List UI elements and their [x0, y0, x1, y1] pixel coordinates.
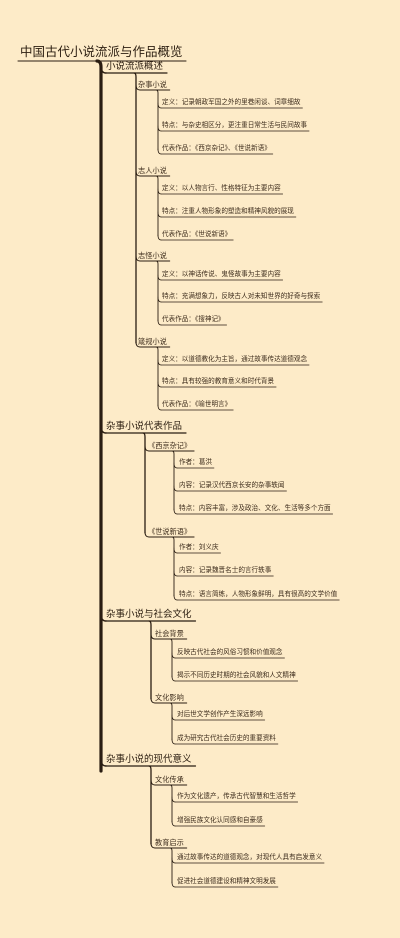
group-connector — [135, 84, 141, 91]
item-spine — [171, 536, 175, 597]
leaf-item[interactable]: 定义：以神话传说、鬼怪故事为主要内容 — [162, 270, 281, 278]
leaf-item[interactable]: 作者：刘义庆 — [179, 543, 219, 551]
group-connector — [144, 531, 150, 538]
item-spine — [155, 346, 159, 407]
item-spine — [169, 784, 173, 823]
item-spine — [169, 847, 173, 884]
item-connector — [173, 547, 178, 554]
item-connector — [157, 381, 162, 388]
leaf-item[interactable]: 特点：内容丰富，涉及政治、文化、生活等多个方面 — [179, 504, 331, 512]
leaf-item[interactable]: 特点：语言简练，人物形象鲜明，具有很高的文学价值 — [179, 590, 338, 598]
leaf-item[interactable]: 代表作品：《喻世明言》 — [162, 400, 232, 408]
item-connector — [157, 359, 162, 366]
group-label[interactable]: 《西京杂记》 — [148, 441, 192, 450]
item-connector — [157, 319, 162, 326]
group-label[interactable]: 箴规小说 — [138, 337, 167, 346]
section-connector — [100, 758, 107, 767]
item-connector — [171, 881, 176, 888]
group-label[interactable]: 志人小说 — [138, 166, 167, 175]
leaf-item[interactable]: 揭示不同历史时期的社会风貌和人文精神 — [177, 671, 296, 679]
section-connector — [100, 613, 107, 622]
section-label[interactable]: 杂事小说的现代意义 — [106, 754, 192, 765]
leaf-item[interactable]: 特点：具有较强的教育意义和时代背景 — [162, 377, 275, 385]
leaf-item[interactable]: 特点：注重人物形象的塑造和精神风貌的展现 — [162, 207, 294, 215]
item-connector — [173, 594, 178, 601]
leaf-item[interactable]: 内容：记录魏晋名士的言行轶事 — [179, 566, 272, 574]
group-spine — [148, 765, 152, 845]
group-label[interactable]: 杂事小说 — [138, 80, 167, 89]
leaf-item[interactable]: 特点：与杂史相区分，更注重日常生活与民间故事 — [162, 121, 308, 129]
leaf-item[interactable]: 反映古代社会的风俗习惯和价值观念 — [177, 648, 283, 656]
group-label[interactable]: 文化传承 — [155, 775, 184, 784]
item-connector — [171, 857, 176, 864]
item-connector — [171, 675, 176, 682]
group-spine — [148, 620, 152, 700]
item-connector — [171, 714, 176, 721]
leaf-item[interactable]: 定义：以人物言行、性格特征为主要内容 — [162, 184, 281, 192]
group-connector — [135, 170, 141, 177]
item-spine — [155, 260, 159, 322]
item-connector — [173, 485, 178, 492]
leaf-item[interactable]: 作者：葛洪 — [179, 458, 212, 466]
group-spine — [133, 72, 137, 344]
leaf-item[interactable]: 内容：记录汉代西京长安的杂事轶闻 — [179, 481, 285, 489]
trunk-line — [95, 59, 103, 773]
leaf-item[interactable]: 定义：记录朝政军国之外的里巷闲谈、词章细故 — [162, 98, 301, 106]
item-spine — [169, 638, 173, 678]
item-connector — [171, 796, 176, 803]
group-connector — [144, 445, 150, 452]
leaf-item[interactable]: 对后世文学创作产生深远影响 — [177, 710, 263, 718]
mindmap-root-title[interactable]: 中国古代小说流派与作品概览 — [20, 44, 183, 59]
group-label[interactable]: 教育启示 — [155, 838, 184, 847]
item-connector — [157, 211, 162, 218]
item-connector — [157, 234, 162, 241]
group-label[interactable]: 社会背景 — [155, 629, 184, 638]
item-connector — [171, 738, 176, 745]
item-connector — [173, 462, 178, 469]
group-label[interactable]: 志怪小说 — [138, 251, 167, 260]
leaf-item[interactable]: 通过故事传达的道德观念，对现代人具有启发意义 — [177, 853, 323, 861]
item-spine — [155, 89, 159, 151]
section-label[interactable]: 小说流派概述 — [106, 61, 164, 72]
group-label[interactable]: 《世说新语》 — [148, 527, 192, 536]
group-label[interactable]: 文化影响 — [155, 693, 184, 702]
leaf-item[interactable]: 促进社会道德建设和精神文明发展 — [177, 877, 276, 885]
item-spine — [155, 175, 159, 237]
group-connector — [150, 633, 156, 640]
leaf-item[interactable]: 成为研究古代社会历史的重要资料 — [177, 734, 276, 742]
item-connector — [157, 296, 162, 303]
leaf-item[interactable]: 代表作品：《西京杂记》、《世说新语》 — [162, 144, 271, 152]
group-connector — [135, 255, 141, 262]
section-label[interactable]: 杂事小说与社会文化 — [106, 609, 192, 620]
section-label[interactable]: 杂事小说代表作品 — [106, 421, 183, 432]
leaf-item[interactable]: 代表作品：《世说新语》 — [162, 230, 232, 238]
section-connector — [100, 425, 107, 434]
item-connector — [173, 570, 178, 577]
leaf-item[interactable]: 特点：充满想象力，反映古人对未知世界的好奇与探索 — [162, 292, 321, 300]
leaf-item[interactable]: 增强民族文化认同感和自豪感 — [177, 816, 263, 824]
item-connector — [171, 820, 176, 827]
item-spine — [169, 702, 173, 741]
item-connector — [157, 274, 162, 281]
item-connector — [171, 652, 176, 659]
group-connector — [135, 341, 141, 348]
group-connector — [150, 697, 156, 704]
item-spine — [171, 450, 175, 511]
item-connector — [157, 188, 162, 195]
leaf-item[interactable]: 定义：以道德教化为主旨，通过故事传达道德观念 — [162, 355, 308, 363]
item-connector — [157, 148, 162, 155]
group-connector — [150, 842, 156, 849]
group-connector — [150, 779, 156, 786]
section-connector — [100, 65, 107, 74]
item-connector — [157, 125, 162, 132]
group-spine — [142, 432, 146, 534]
item-connector — [157, 102, 162, 109]
leaf-item[interactable]: 作为文化遗产，传承古代智慧和生活哲学 — [177, 792, 296, 800]
item-connector — [157, 404, 162, 411]
item-connector — [173, 508, 178, 515]
leaf-item[interactable]: 代表作品：《搜神记》 — [162, 315, 225, 323]
